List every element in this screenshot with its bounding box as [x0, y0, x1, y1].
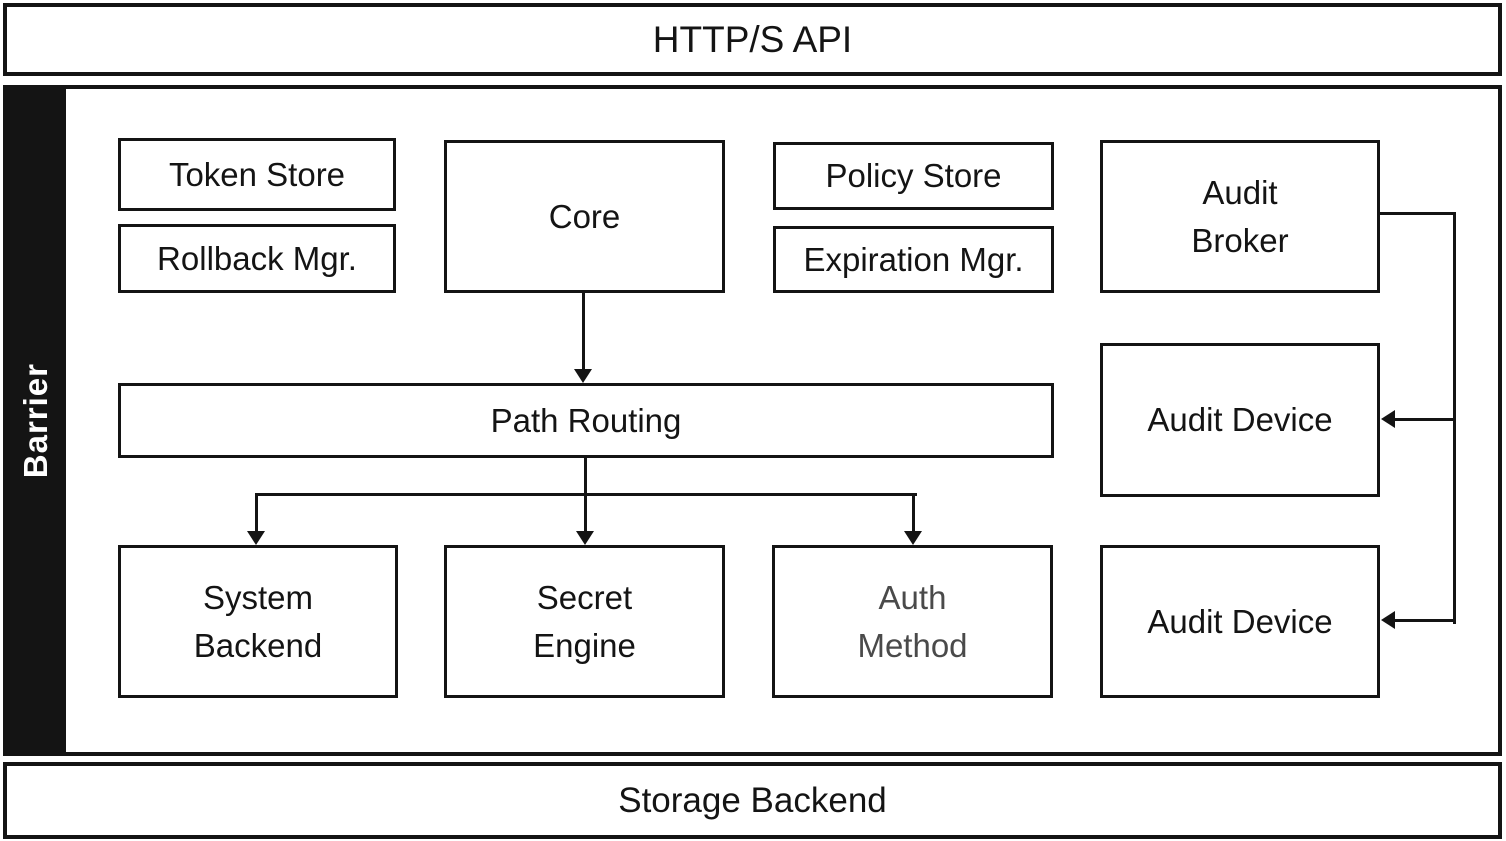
http-api-bar: HTTP/S API	[3, 3, 1502, 76]
audit-device-top-label: Audit Device	[1147, 401, 1333, 438]
storage-backend-label: Storage Backend	[618, 780, 887, 820]
arrowhead-core-to-path-routing	[574, 369, 592, 383]
connector-audit-trunk	[1453, 212, 1456, 624]
node-core: Core	[444, 140, 725, 293]
path-routing-label: Path Routing	[490, 401, 682, 439]
core-label: Core	[548, 197, 621, 235]
connector-to-audit-device-top	[1394, 418, 1454, 421]
node-audit-device-bottom: Audit Device	[1100, 545, 1380, 698]
expiration-manager-label: Expiration Mgr.	[803, 240, 1024, 278]
connector-core-to-path-routing	[582, 293, 585, 371]
barrier-bar: Barrier	[6, 88, 66, 753]
audit-broker-label: Audit Broker	[1191, 173, 1289, 259]
auth-method-label: Auth Method	[857, 578, 968, 664]
arrowhead-to-secret-engine	[576, 531, 594, 545]
barrier-label: Barrier	[17, 362, 54, 479]
node-policy-store: Policy Store	[773, 142, 1054, 210]
node-rollback-manager: Rollback Mgr.	[118, 224, 396, 293]
node-expiration-manager: Expiration Mgr.	[773, 226, 1054, 293]
connector-audit-broker-out	[1380, 212, 1456, 215]
arrowhead-to-audit-device-bottom	[1381, 611, 1395, 629]
http-api-label: HTTP/S API	[652, 18, 853, 60]
node-path-routing: Path Routing	[118, 383, 1054, 458]
connector-to-audit-device-bottom	[1394, 619, 1454, 622]
token-store-label: Token Store	[168, 155, 346, 193]
policy-store-label: Policy Store	[825, 157, 1002, 194]
node-token-store: Token Store	[118, 138, 396, 211]
connector-to-system-backend	[255, 493, 258, 533]
system-backend-label: System Backend	[193, 578, 323, 664]
node-secret-engine: Secret Engine	[444, 545, 725, 698]
node-audit-device-top: Audit Device	[1100, 343, 1380, 497]
connector-path-routing-stem	[584, 457, 587, 496]
node-auth-method: Auth Method	[772, 545, 1053, 698]
secret-engine-label: Secret Engine	[533, 578, 636, 664]
arrowhead-to-auth-method	[904, 531, 922, 545]
node-system-backend: System Backend	[118, 545, 398, 698]
storage-backend-bar: Storage Backend	[3, 762, 1502, 839]
rollback-manager-label: Rollback Mgr.	[157, 239, 357, 277]
arrowhead-to-system-backend	[247, 531, 265, 545]
connector-to-secret-engine	[584, 493, 587, 533]
arrowhead-to-audit-device-top	[1381, 410, 1395, 428]
connector-to-auth-method	[912, 493, 915, 533]
audit-device-bottom-label: Audit Device	[1147, 602, 1333, 640]
node-audit-broker: Audit Broker	[1100, 140, 1380, 293]
